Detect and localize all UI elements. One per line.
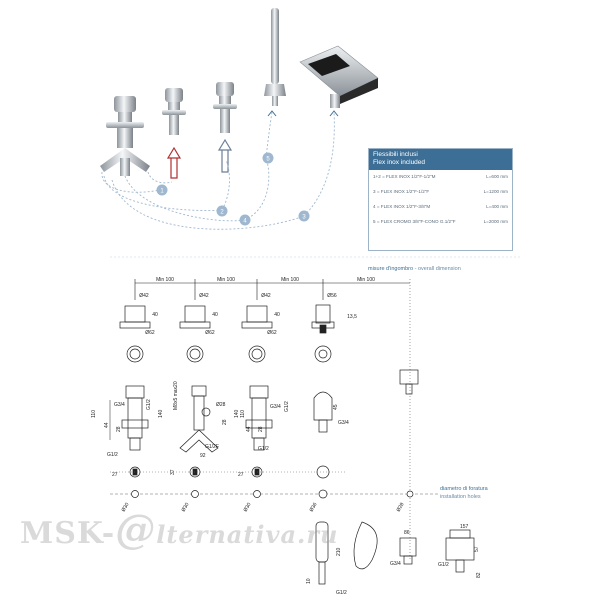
svg-text:28: 28	[258, 426, 264, 432]
svg-text:28: 28	[222, 419, 228, 425]
flex-row: 4 = FLEX INOX 1/2"F-3/8"M L=400 mm	[373, 204, 508, 209]
hose-marker-3: 3	[298, 210, 310, 222]
svg-text:G1/2: G1/2	[284, 401, 290, 412]
hoses	[101, 111, 335, 230]
svg-text:Ø36: Ø36	[309, 502, 319, 513]
watermark: MSK-@lternativa.ru	[20, 506, 339, 553]
svg-text:45: 45	[333, 404, 339, 410]
installation-holes	[110, 489, 440, 499]
flex-title-it: Flessibili inclusi	[373, 151, 418, 158]
svg-text:210: 210	[336, 547, 342, 556]
spout-body	[313, 391, 333, 433]
svg-text:G3/4: G3/4	[270, 404, 281, 410]
svg-text:Ø28: Ø28	[216, 402, 226, 408]
technical-drawing: Min 100 Min 100 Min 100 Min 100 Ø42 Ø42 …	[91, 277, 482, 596]
svg-text:G1/2: G1/2	[107, 452, 118, 458]
spacing-label: Min 100	[156, 277, 174, 283]
svg-text:40: 40	[274, 312, 280, 318]
flex-hoses-rows: 1+2 = FLEX INOX 1/2"F-1/2"M L=600 mm 3 =…	[369, 170, 512, 224]
svg-text:Ø42: Ø42	[139, 293, 149, 299]
valve-body-middle	[179, 385, 219, 453]
svg-text:Ø62: Ø62	[267, 330, 277, 336]
diverter-valve-image	[100, 96, 150, 176]
svg-text:4: 4	[243, 219, 247, 225]
svg-text:G1/2: G1/2	[438, 562, 449, 568]
svg-text:92: 92	[200, 453, 206, 459]
svg-text:G3/4: G3/4	[338, 420, 349, 426]
hose-marker-2: 2	[216, 205, 228, 217]
hose-marker-1: 1	[156, 184, 168, 196]
spacing-label: Min 100	[357, 277, 375, 283]
overall-dimension-caption: misure d'ingombro - overall dimension	[368, 266, 461, 272]
drill-caption-en: installation holes	[440, 494, 481, 500]
svg-text:13,5: 13,5	[347, 314, 357, 320]
connection-plan	[110, 465, 345, 479]
drill-caption-it: diametro di foratura	[440, 486, 488, 492]
svg-text:28: 28	[116, 426, 122, 432]
svg-text:110: 110	[91, 410, 97, 418]
svg-text:G1/2F: G1/2F	[205, 444, 219, 450]
svg-text:Ø62: Ø62	[205, 330, 215, 336]
svg-text:G3/4: G3/4	[114, 402, 125, 408]
svg-text:157: 157	[460, 524, 469, 530]
svg-text:3: 3	[302, 215, 306, 221]
flex-title-en: Flex inox included	[373, 159, 426, 166]
svg-text:Ø30: Ø30	[121, 502, 131, 513]
svg-text:44: 44	[104, 422, 110, 428]
valve-body-right	[245, 385, 273, 451]
svg-text:Ø42: Ø42	[199, 293, 209, 299]
flex-hoses-header: Flessibili inclusi Flex inox included	[369, 149, 512, 170]
svg-text:140: 140	[234, 409, 240, 418]
hand-shower-drawing	[315, 521, 475, 585]
svg-text:44: 44	[246, 426, 252, 432]
product-photo: 1 2 3 4 5	[100, 8, 379, 230]
valve-body-left	[109, 385, 149, 451]
svg-text:82: 82	[476, 572, 482, 578]
svg-text:G1/2: G1/2	[258, 446, 269, 452]
svg-text:G3/4: G3/4	[390, 561, 401, 567]
svg-text:2: 2	[220, 210, 224, 216]
svg-text:86: 86	[404, 530, 410, 536]
svg-text:27: 27	[238, 472, 244, 478]
valve-hot-image	[162, 88, 186, 179]
svg-text:Ø30: Ø30	[181, 502, 191, 513]
svg-text:Ø30: Ø30	[243, 502, 253, 513]
svg-text:Ø28: Ø28	[396, 502, 406, 513]
svg-text:Ø62: Ø62	[145, 330, 155, 336]
flex-row: 3 = FLEX INOX 1/2"F-1/2"F L=1200 mm	[373, 189, 508, 194]
svg-text:40: 40	[212, 312, 218, 318]
svg-text:G1/2: G1/2	[336, 590, 347, 596]
svg-text:140: 140	[158, 409, 164, 418]
svg-text:110: 110	[240, 410, 246, 418]
valve-cold-image	[213, 82, 237, 173]
spout-image	[299, 45, 379, 108]
svg-text:10: 10	[306, 578, 312, 584]
spacing-label: Min 100	[281, 277, 299, 283]
handle-views	[119, 304, 335, 334]
flex-row: 1+2 = FLEX INOX 1/2"F-1/2"M L=600 mm	[373, 174, 508, 179]
flex-hoses-table: Flessibili inclusi Flex inox included 1+…	[368, 148, 513, 251]
svg-text:5: 5	[266, 157, 270, 163]
svg-text:1: 1	[160, 189, 164, 195]
svg-text:G1/2: G1/2	[146, 399, 152, 410]
svg-text:57: 57	[474, 546, 480, 552]
svg-text:M8x5 max20: M8x5 max20	[173, 381, 179, 410]
svg-text:Ø56: Ø56	[327, 293, 337, 299]
hose-marker-4: 4	[239, 214, 251, 226]
plan-view-rosettes	[126, 345, 419, 395]
hand-shower-image	[264, 8, 286, 106]
svg-text:40: 40	[152, 312, 158, 318]
svg-text:Ø42: Ø42	[261, 293, 271, 299]
flex-row: 5 = FLEX CROMO 3/8"F-CONO G.1/2"F L=2000…	[373, 219, 508, 224]
hose-marker-5: 5	[262, 152, 274, 164]
spacing-label: Min 100	[217, 277, 235, 283]
svg-text:27: 27	[112, 472, 118, 478]
